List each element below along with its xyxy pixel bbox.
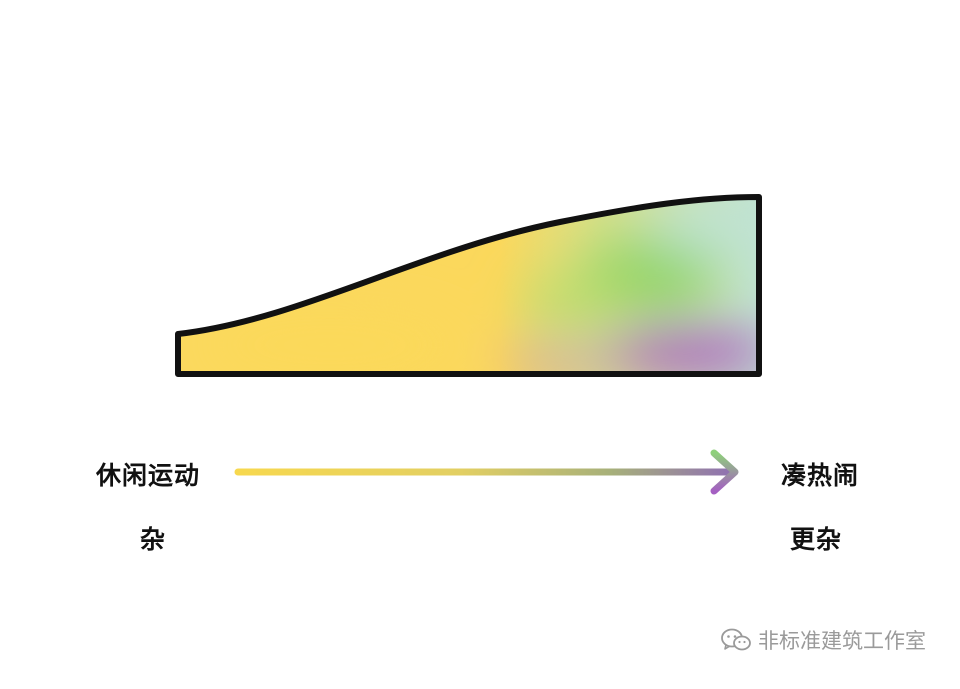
label-mixed: 杂 (140, 525, 167, 554)
label-more-mixed: 更杂 (790, 525, 843, 554)
label-casual-sports: 休闲运动 (96, 461, 201, 490)
spectrum-wedge-outline (175, 194, 762, 377)
arrow-head (710, 449, 739, 495)
spectrum-wedge-fill (178, 197, 759, 374)
label-join-the-fun: 凑热闹 (781, 461, 860, 490)
watermark-text: 非标准建筑工作室 (758, 629, 926, 653)
wechat-icon (721, 628, 751, 651)
watermark: 非标准建筑工作室 (720, 625, 926, 655)
